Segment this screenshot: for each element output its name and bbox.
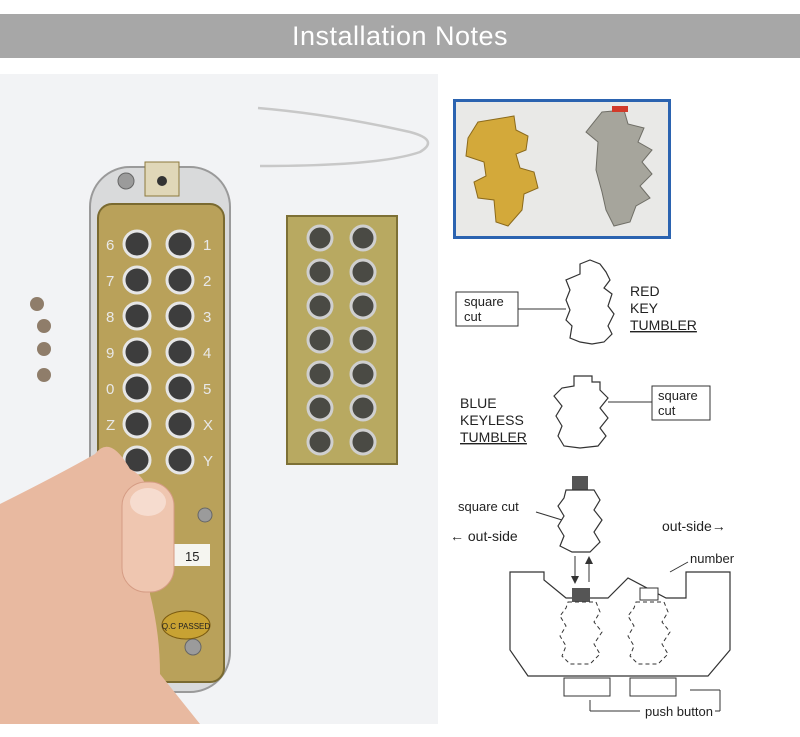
push-button-label: push button — [645, 704, 713, 719]
row-label-right: 1 — [203, 237, 211, 254]
banner-title: Installation Notes — [291, 21, 509, 51]
out-side-left: ← out-side — [450, 528, 518, 544]
row-label-left: 7 — [106, 273, 114, 290]
tumbler-diagram: square cut RED KEY TUMBLER BLUE KEYLESS … — [440, 250, 800, 732]
lock-photo-drawing: 6172839405ZXCY 15 Q.C PASSED — [0, 106, 430, 724]
steel-ball — [37, 368, 51, 382]
wire-spring — [257, 106, 430, 168]
spring-hole — [306, 224, 334, 252]
tumbler-slot — [165, 373, 195, 403]
row-label-left: 9 — [106, 345, 114, 362]
tumbler-slot — [122, 301, 152, 331]
red-tumbler-name-1: RED — [630, 283, 660, 299]
tumbler-slot — [165, 337, 195, 367]
number-marker — [639, 587, 659, 601]
square-cut-box-blue — [651, 385, 711, 421]
tumbler-slot — [165, 229, 195, 259]
tumbler-slot — [165, 265, 195, 295]
arrow-down-head — [571, 576, 579, 584]
square-cut-label: square cut — [458, 499, 519, 514]
leader-line — [669, 561, 689, 573]
tumbler-slot — [122, 409, 152, 439]
spring-hole — [349, 258, 377, 286]
spring-hole — [349, 428, 377, 456]
screw — [184, 638, 202, 656]
steel-ball — [37, 342, 51, 356]
tumbler-slot — [122, 373, 152, 403]
tumbler-slot — [165, 301, 195, 331]
tumbler-slot — [122, 337, 152, 367]
spring-hole — [306, 258, 334, 286]
row-label-left: 8 — [106, 309, 114, 326]
qc-passed-stamp — [161, 610, 211, 640]
title-banner: Installation Notes — [0, 14, 800, 58]
tumbler-slot — [122, 229, 152, 259]
row-label-right: 3 — [203, 309, 211, 326]
spring-hole — [349, 224, 377, 252]
assembly-tumbler-inner-2 — [627, 601, 671, 665]
row-label-left: 0 — [106, 381, 114, 398]
spring-hole — [306, 428, 334, 456]
sticker-text: 15 — [185, 549, 199, 564]
spring-grid — [306, 224, 377, 456]
out-side-right: out-side→ — [662, 518, 726, 534]
lock-photo: 6172839405ZXCY 15 Q.C PASSED — [0, 74, 438, 724]
blue-tumbler-name-2: KEYLESS — [460, 412, 524, 428]
blue-tumbler-name-3: TUMBLER — [460, 429, 527, 445]
steel-ball — [30, 297, 44, 311]
tumbler-slot — [165, 445, 195, 475]
spring-hole — [306, 394, 334, 422]
top-tab-hole — [157, 176, 167, 186]
tumbler-diagram-svg: square cut RED KEY TUMBLER BLUE KEYLESS … — [450, 259, 735, 719]
assembly-tumbler-inner-1 — [559, 601, 603, 665]
arrow-up-head — [585, 556, 593, 564]
tumbler-photo-drawing — [465, 106, 653, 227]
row-label-left: Z — [106, 417, 115, 434]
row-label-right: 5 — [203, 381, 211, 398]
square-cut-red-line2: cut — [464, 309, 482, 324]
thumbnail — [130, 488, 166, 516]
square-cut-red-line1: square — [464, 294, 504, 309]
assembly-housing — [509, 571, 731, 677]
push-button-right — [629, 677, 677, 697]
spring-hole — [306, 360, 334, 388]
brass-tumbler — [465, 115, 539, 227]
spring-plate — [286, 215, 398, 465]
assembly-tumbler — [557, 489, 603, 553]
row-label-right: 2 — [203, 273, 211, 290]
spring-hole — [349, 360, 377, 388]
row-label-left: 6 — [106, 237, 114, 254]
tumbler-photo-inset — [453, 99, 671, 239]
red-marking — [612, 106, 628, 112]
row-label-right: Y — [203, 453, 213, 470]
blue-tumbler-outline — [553, 375, 609, 449]
steel-ball — [37, 319, 51, 333]
red-tumbler-name-3: TUMBLER — [630, 317, 697, 333]
number-label: number — [690, 551, 735, 566]
spring-hole — [349, 292, 377, 320]
tumbler-slot — [165, 409, 195, 439]
number-marker-dark — [572, 588, 590, 602]
blue-tumbler-name-1: BLUE — [460, 395, 497, 411]
square-cut-blue-line1: square — [658, 388, 698, 403]
red-tumbler-name-2: KEY — [630, 300, 659, 316]
push-button-left — [563, 677, 611, 697]
tumbler-slot — [122, 265, 152, 295]
steel-tumbler — [585, 109, 653, 227]
qc-passed-text: Q.C PASSED — [162, 622, 211, 631]
spring-hole — [349, 394, 377, 422]
square-cut-blue-line2: cut — [658, 403, 676, 418]
row-label-right: 4 — [203, 345, 211, 362]
spring-hole — [349, 326, 377, 354]
spring-hole — [306, 292, 334, 320]
spring-hole — [306, 326, 334, 354]
row-label-right: X — [203, 417, 213, 434]
square-cut-marker — [572, 476, 588, 490]
screw — [117, 172, 135, 190]
red-tumbler-outline — [565, 259, 615, 345]
screw — [197, 507, 213, 523]
tumbler-grid: 6172839405ZXCY — [106, 229, 213, 475]
leader-line — [535, 511, 563, 521]
